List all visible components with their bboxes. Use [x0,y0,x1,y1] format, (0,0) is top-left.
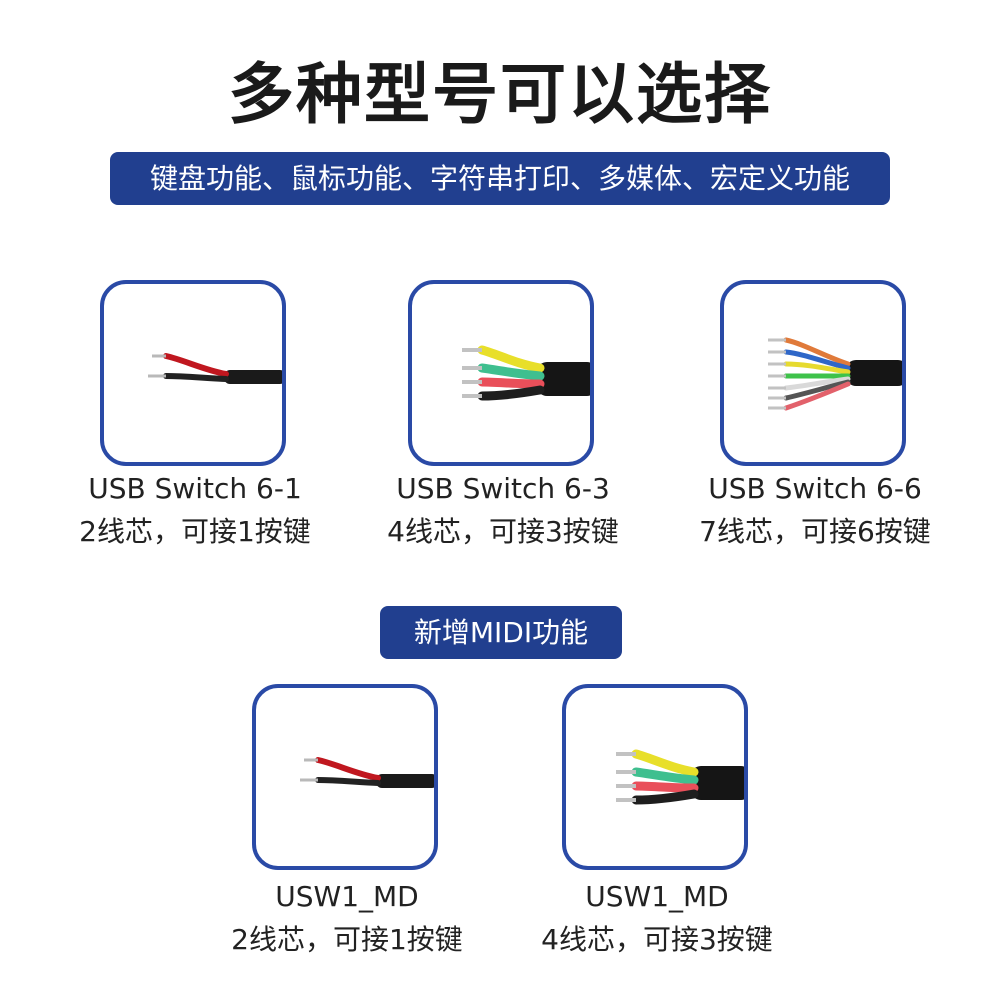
model-desc: 4线芯，可接3按键 [387,515,619,548]
model-name: USB Switch 6-6 [708,472,922,505]
model-name: USW1_MD [585,880,729,913]
four-core-cable-image [562,684,748,870]
model-desc: 4线芯，可接3按键 [541,923,773,956]
model-desc: 2线芯，可接1按键 [231,923,463,956]
page-title: 多种型号可以选择 [228,56,772,133]
four-core-cable-image [408,280,594,466]
model-desc: 7线芯，可接6按键 [699,515,931,548]
features-banner: 键盘功能、鼠标功能、字符串打印、多媒体、宏定义功能 [110,152,890,205]
two-core-cable-image [252,684,438,870]
midi-banner: 新增MIDI功能 [380,606,622,659]
model-name: USB Switch 6-1 [88,472,302,505]
seven-core-cable-image [720,280,906,466]
model-name: USB Switch 6-3 [396,472,610,505]
two-core-cable-image [100,280,286,466]
model-name: USW1_MD [275,880,419,913]
model-desc: 2线芯，可接1按键 [79,515,311,548]
